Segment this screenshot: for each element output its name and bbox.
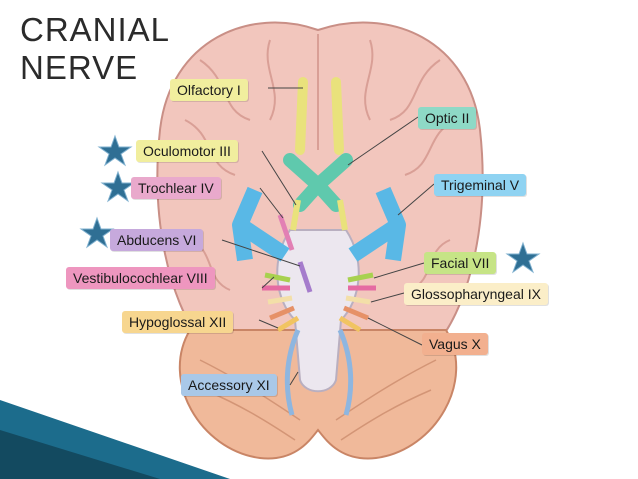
optic-label: Optic II	[418, 107, 477, 129]
oculomotor-nerve	[290, 199, 348, 231]
optic-chiasm	[283, 153, 353, 212]
trigeminal-label: Trigeminal V	[434, 174, 527, 196]
facial-label: Facial VII	[424, 252, 497, 274]
oculomotor-label: Oculomotor III	[136, 140, 238, 162]
accessory-label: Accessory XI	[181, 374, 277, 396]
leader-lines	[221, 87, 435, 386]
facial-nerve	[264, 272, 374, 283]
abducens-nerve	[297, 261, 313, 293]
olfactory-nerve-right	[331, 77, 344, 155]
trigeminal-nerve-right	[348, 186, 406, 262]
slide-title-line-1: CRANIAL	[20, 11, 171, 48]
hypoglossal-nerve	[276, 315, 362, 333]
olfactory-label: Olfactory I	[170, 79, 248, 101]
star-icon	[100, 170, 136, 203]
glossopharyngeal-nerve	[267, 295, 371, 305]
slide-title-line-2: NERVE	[20, 49, 139, 86]
vagus-nerve	[269, 305, 369, 321]
slide-corner-shade	[0, 430, 160, 479]
star-icon	[97, 134, 133, 167]
hypoglossal-label: Hypoglossal XII	[122, 311, 234, 333]
cerebellum	[178, 329, 458, 460]
accessory-nerve	[284, 329, 354, 416]
olfactory-nerve-left	[295, 77, 308, 155]
trigeminal-nerve-left	[232, 186, 290, 262]
glossopharyngeal-label: Glossopharyngeal IX	[404, 283, 548, 305]
trochlear-nerve	[277, 214, 295, 251]
vestibulocochlear-label: Vestibulocochlear VIII	[66, 267, 215, 289]
trochlear-label: Trochlear IV	[131, 177, 221, 199]
star-icon	[505, 241, 541, 274]
abducens-label: Abducens VI	[110, 229, 204, 251]
star-icon	[79, 216, 115, 249]
vagus-label: Vagus X	[422, 333, 488, 355]
